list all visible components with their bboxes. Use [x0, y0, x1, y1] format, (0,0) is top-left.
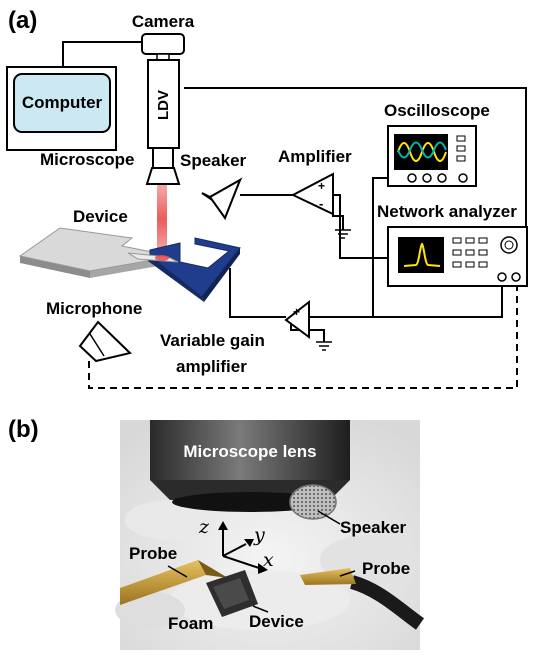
microphone-dashed-wire: [88, 279, 518, 389]
speaker-mesh: [289, 484, 337, 520]
panel-a: (a) Computer Camera: [6, 7, 528, 389]
speaker: Speaker: [180, 151, 247, 221]
vga-triangle: [284, 299, 310, 339]
axis-y-label: y: [253, 524, 265, 546]
network-amplifier-wire: [333, 194, 410, 259]
panel-a-label: (a): [8, 7, 37, 34]
signal-trace-teal: [397, 141, 447, 159]
vga-label-line1: Variable gain: [160, 331, 265, 350]
variable-gain-amplifier: + - Variable gain amplifier: [160, 299, 332, 376]
computer: Computer: [6, 66, 117, 151]
vga-device-wire: [229, 268, 286, 318]
device-plate: [18, 227, 176, 272]
speaker-label-b: Speaker: [340, 518, 407, 537]
camera-body: [141, 33, 185, 55]
computer-screen: [13, 73, 111, 133]
computer-label: Computer: [22, 93, 103, 112]
oscilloscope: Oscilloscope: [384, 101, 490, 187]
vga-plus: +: [293, 305, 300, 319]
amplifier-ground-wire: [332, 205, 344, 230]
probe-left-label: Probe: [129, 544, 177, 563]
vga-label-line2: amplifier: [176, 357, 247, 376]
resonance-peak-trace: [403, 242, 441, 267]
microscope-label: Microscope: [40, 150, 134, 169]
amplifier-triangle: [290, 172, 334, 216]
microscope-lens: [150, 420, 350, 480]
oscilloscope-port: [458, 173, 468, 183]
amplifier-minus: -: [319, 196, 323, 211]
foam-label: Foam: [168, 614, 213, 633]
ground-icon: [316, 341, 332, 351]
network-vga-wire: [331, 279, 503, 318]
network-analyzer-port-1: [497, 272, 507, 282]
microphone-icon: [78, 320, 133, 363]
probe-right: [300, 568, 356, 585]
microscope-objective: [145, 167, 181, 185]
axis-x-label: x: [263, 549, 274, 571]
network-analyzer: Network analyzer: [377, 202, 528, 287]
coordinate-axes: z y x: [198, 516, 274, 574]
camera: Camera: [132, 12, 195, 61]
ldv-microscope: LDV Microscope: [40, 59, 181, 253]
vga-minus: -: [294, 321, 298, 336]
network-analyzer-label: Network analyzer: [377, 202, 517, 221]
laser-spot: [155, 255, 169, 261]
ground-icon: [335, 229, 351, 239]
camera-label: Camera: [132, 12, 195, 31]
device-stage: Device: [18, 207, 241, 302]
probe-left: [120, 560, 206, 605]
camera-computer-wire: [62, 41, 142, 67]
probe-cable: [349, 575, 425, 630]
network-analyzer-screen: [398, 237, 444, 273]
oscilloscope-label: Oscilloscope: [384, 101, 490, 120]
amplifier-label: Amplifier: [278, 147, 352, 166]
axis-z-label: z: [198, 516, 210, 538]
setup-photo: Microscope lens Speaker Probe Probe Devi…: [115, 420, 425, 650]
device-label: Device: [73, 207, 128, 226]
ldv-label: LDV: [155, 90, 172, 120]
network-analyzer-port-2: [511, 272, 521, 282]
probe-right-label: Probe: [362, 559, 410, 578]
microphone: Microphone: [46, 299, 142, 363]
microscope-lens-label: Microscope lens: [183, 442, 316, 461]
amplifier: Amplifier + -: [278, 147, 352, 239]
amplifier-plus: +: [318, 179, 325, 193]
microphone-label: Microphone: [46, 299, 142, 318]
panel-b: (b) Microscope lens Speaker Probe: [8, 416, 425, 650]
laser-beam: [157, 185, 167, 253]
speaker-label: Speaker: [180, 151, 247, 170]
panel-b-label: (b): [8, 416, 39, 443]
device-label-b: Device: [249, 612, 304, 631]
